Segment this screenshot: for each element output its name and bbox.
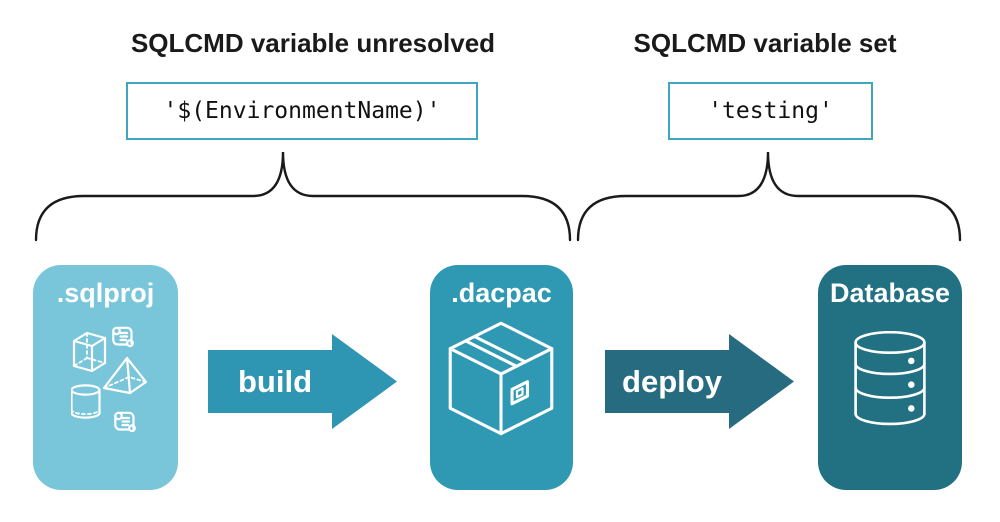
node-dacpac: .dacpac (430, 265, 573, 490)
database-cylinder-icon (854, 331, 926, 426)
node-sqlproj-label: .sqlproj (56, 278, 155, 308)
heading-sqlcmd-unresolved: SQLCMD variable unresolved (130, 28, 496, 58)
node-sqlproj: .sqlproj (33, 265, 178, 490)
code-value-testing: 'testing' (708, 98, 833, 124)
right-arrow-icon (208, 334, 397, 429)
node-database: Database (818, 265, 962, 490)
right-arrow-icon (605, 334, 794, 429)
deploy-arrow: deploy (605, 333, 795, 430)
node-database-label: Database (829, 278, 951, 308)
code-box-testing: 'testing' (668, 82, 873, 140)
build-arrow: build (208, 333, 398, 430)
node-dacpac-label: .dacpac (451, 278, 552, 308)
build-arrow-label: build (237, 363, 313, 399)
heading-sqlcmd-set: SQLCMD variable set (633, 28, 897, 58)
code-box-environment-name: '$(EnvironmentName)' (126, 82, 478, 140)
sql-objects-icon (71, 326, 147, 433)
left-brace (34, 151, 572, 242)
right-brace (576, 151, 962, 242)
code-value-environment-name: '$(EnvironmentName)' (163, 98, 441, 124)
package-box-icon (448, 321, 554, 436)
deploy-arrow-label: deploy (622, 363, 722, 399)
